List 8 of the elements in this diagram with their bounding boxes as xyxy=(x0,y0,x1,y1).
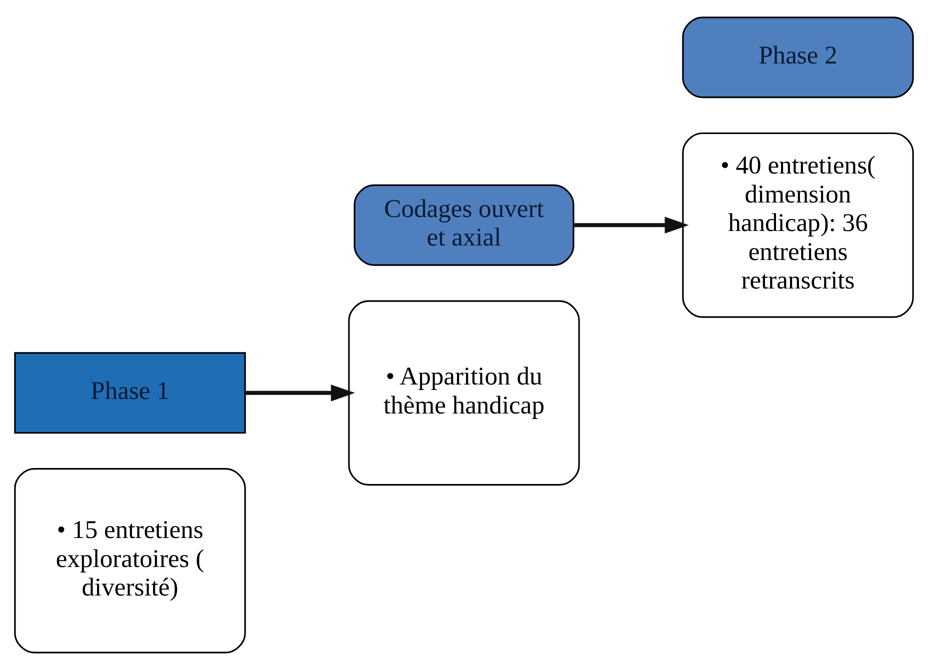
node-box: Codages ouvert et axial xyxy=(354,184,574,266)
node-box: • Apparition du thème handicap xyxy=(348,300,580,486)
node-box: Phase 2 xyxy=(682,16,914,98)
arrow xyxy=(574,216,689,234)
node-box: • 40 entretiens( dimension handicap): 36 entretiens retranscrits xyxy=(682,132,914,318)
node-box: • 15 entretiens exploratoires ( diversité) xyxy=(14,468,246,654)
arrow xyxy=(245,384,355,402)
node-box: Phase 1 xyxy=(14,352,246,434)
